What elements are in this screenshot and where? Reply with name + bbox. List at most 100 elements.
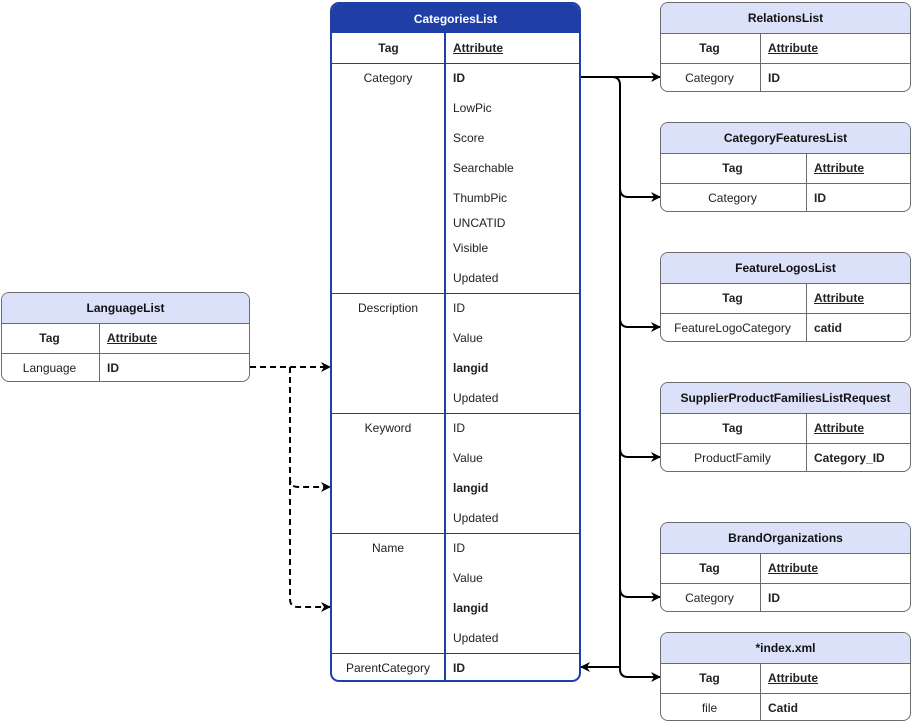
- languagelist-row: Language ID: [2, 353, 249, 381]
- relationslist-table: RelationsList Tag Attribute Category ID: [660, 2, 911, 92]
- group-tag: ParentCategory: [345, 661, 431, 675]
- row-attribute: Category_ID: [806, 443, 910, 471]
- table-header-row: Tag Attribute: [661, 553, 910, 584]
- languagelist-table: LanguageList Tag Attribute Language ID: [1, 292, 250, 382]
- header-attribute: Attribute: [99, 323, 249, 353]
- solid-connectors: [580, 72, 661, 682]
- attribute-id: ID: [453, 661, 465, 675]
- categoryfeatureslist-table: CategoryFeaturesList Tag Attribute Categ…: [660, 122, 911, 212]
- table-header-row: Tag Attribute: [661, 153, 910, 184]
- table-row: file Catid: [661, 693, 910, 720]
- row-attribute: catid: [806, 313, 910, 341]
- row-tag: Category: [708, 191, 757, 205]
- supplierproductfamilieslistrequest-table: SupplierProductFamiliesListRequest Tag A…: [660, 382, 911, 472]
- dashed-connectors: [250, 362, 331, 612]
- connector-lang-name: [289, 479, 331, 612]
- row-attribute: ID: [99, 353, 249, 381]
- brandorganizations-table: BrandOrganizations Tag Attribute Categor…: [660, 522, 911, 612]
- attribute-updated: Updated: [453, 271, 499, 285]
- connector-lang-keyword: [289, 367, 331, 492]
- row-attribute: ID: [760, 63, 910, 91]
- attribute-id: ID: [453, 301, 465, 315]
- group-tag: Description: [357, 301, 419, 315]
- table-row: Category ID: [661, 183, 910, 211]
- categorieslist-group-parentcategory: ParentCategory ID: [332, 653, 579, 680]
- attribute-id: ID: [453, 541, 465, 555]
- attribute-id: ID: [453, 71, 465, 85]
- table-title: FeatureLogosList: [661, 253, 910, 284]
- table-header-row: Tag Attribute: [661, 33, 910, 64]
- header-attribute: Attribute: [760, 33, 910, 63]
- header-tag: Tag: [722, 291, 743, 305]
- table-title: RelationsList: [661, 3, 910, 34]
- row-attribute: ID: [806, 183, 910, 211]
- attribute-updated: Updated: [453, 511, 499, 525]
- header-attribute: Attribute: [453, 41, 503, 55]
- attribute-langid: langid: [453, 361, 489, 375]
- table-row: FeatureLogoCategory catid: [661, 313, 910, 341]
- header-attribute: Attribute: [806, 153, 910, 183]
- attribute-langid: langid: [453, 601, 489, 615]
- indexxml-table: *index.xml Tag Attribute file Catid: [660, 632, 911, 721]
- attribute-searchable: Searchable: [453, 161, 514, 175]
- header-tag: Tag: [699, 671, 720, 685]
- row-tag: Language: [22, 361, 77, 375]
- table-title: *index.xml: [661, 633, 910, 664]
- connector-supplierproductfamilies: [619, 447, 661, 462]
- languagelist-title: LanguageList: [2, 293, 249, 324]
- row-attribute: Catid: [760, 693, 910, 720]
- attribute-uncatid: UNCATID: [453, 216, 506, 230]
- group-tag: Category: [363, 71, 413, 85]
- table-row: Category ID: [661, 583, 910, 611]
- attribute-id: ID: [453, 421, 465, 435]
- connector-categoryfeatureslist: [619, 187, 661, 202]
- connector-trunk: [580, 76, 621, 672]
- table-title: SupplierProductFamiliesListRequest: [661, 383, 910, 414]
- table-title: BrandOrganizations: [661, 523, 910, 554]
- header-attribute: Attribute: [760, 553, 910, 583]
- connector-featurelogoslist: [619, 317, 661, 332]
- attribute-updated: Updated: [453, 391, 499, 405]
- table-header-row: Tag Attribute: [661, 413, 910, 444]
- row-tag: ProductFamily: [694, 451, 771, 465]
- attribute-updated: Updated: [453, 631, 499, 645]
- attribute-lowpic: LowPic: [453, 101, 492, 115]
- row-attribute: ID: [760, 583, 910, 611]
- table-title: CategoryFeaturesList: [661, 123, 910, 154]
- attribute-value: Value: [453, 451, 483, 465]
- connector-brandorganizations: [619, 587, 661, 602]
- featurelogoslist-table: FeatureLogosList Tag Attribute FeatureLo…: [660, 252, 911, 342]
- table-row: ProductFamily Category_ID: [661, 443, 910, 471]
- header-tag: Tag: [699, 41, 720, 55]
- header-tag: Tag: [39, 331, 60, 345]
- categorieslist-title: CategoriesList: [332, 4, 579, 33]
- group-tag: Name: [371, 541, 404, 555]
- attribute-visible: Visible: [453, 241, 489, 255]
- table-header-row: Tag Attribute: [661, 663, 910, 694]
- row-tag: Category: [685, 591, 734, 605]
- header-attribute: Attribute: [806, 283, 910, 313]
- header-attribute: Attribute: [806, 413, 910, 443]
- group-tag: Keyword: [364, 421, 412, 435]
- header-attribute: Attribute: [760, 663, 910, 693]
- attribute-value: Value: [453, 331, 483, 345]
- categorieslist-header-row: Tag Attribute: [332, 33, 579, 64]
- attribute-value: Value: [453, 571, 483, 585]
- connector-indexxml: [619, 667, 661, 682]
- row-tag: file: [701, 701, 718, 715]
- attribute-thumbpic: ThumbPic: [453, 191, 508, 205]
- attribute-score: Score: [453, 131, 485, 145]
- attribute-langid: langid: [453, 481, 489, 495]
- column-divider: [444, 33, 446, 680]
- header-tag: Tag: [378, 41, 399, 55]
- languagelist-header-row: Tag Attribute: [2, 323, 249, 354]
- row-tag: FeatureLogoCategory: [674, 321, 791, 335]
- row-tag: Category: [685, 71, 734, 85]
- header-tag: Tag: [722, 421, 743, 435]
